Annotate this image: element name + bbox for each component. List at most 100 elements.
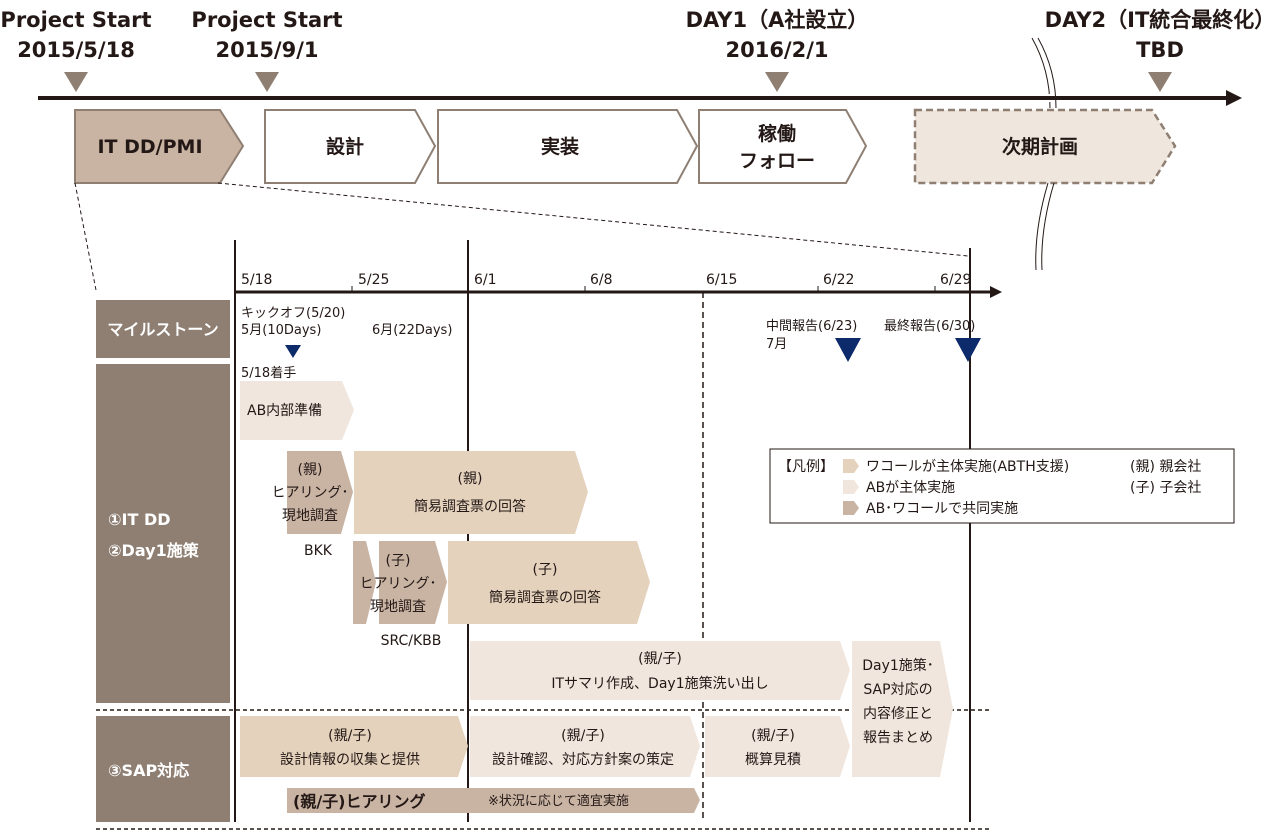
phase-label: 設計 (326, 135, 364, 158)
zoom-guide-line (217, 182, 969, 257)
task-label: ヒアリング･ (360, 576, 437, 592)
milestone-marker-icon (255, 72, 279, 92)
phase-next-plan: 次期計画 (913, 108, 1177, 185)
milestone-marker-icon (765, 72, 789, 92)
final-report-marker-icon (955, 338, 981, 362)
milestone-kickoff-label: キックオフ(5/20) (241, 306, 345, 321)
task-label: 現地調査 (282, 508, 338, 524)
date-tick-label: 6/22 (823, 272, 854, 288)
row-header-itdd (96, 364, 230, 703)
date-tick-label: 6/29 (940, 272, 971, 288)
task-label: SAP対応の (863, 682, 932, 698)
date-tick-label: 6/1 (474, 272, 497, 288)
phase-label: 次期計画 (1002, 135, 1078, 158)
top-milestone-day1: DAY1（A社設立） 2016/2/1 (686, 8, 869, 92)
milestone-start-label: 5/18着手 (241, 365, 296, 381)
milestone-final-label: 最終報告(6/30) (884, 318, 975, 334)
phase-label: IT DD/PMI (97, 136, 202, 158)
task-child-survey: (子) 簡易調査票の回答 (448, 541, 650, 624)
milestone-marker-icon (64, 72, 88, 92)
task-sap-design: (親/子) 設計確認、対応方針案の策定 (470, 716, 700, 777)
top-milestone-project-start-1: Project Start 2015/5/18 (0, 8, 152, 92)
milestone-date: 2015/9/1 (215, 38, 318, 62)
phase-implementation: 実装 (437, 109, 699, 184)
milestone-may-label: 5月(10Days) (241, 323, 321, 338)
task-label: (親/子)ヒアリング (293, 792, 425, 811)
location-label: BKK (304, 543, 333, 559)
milestone-title: DAY1（A社設立） (686, 8, 869, 32)
top-milestone-project-start-2: Project Start 2015/9/1 (191, 8, 343, 92)
task-label: (親) (298, 462, 323, 478)
kickoff-marker-icon (285, 345, 301, 358)
phase-label: フォロー (739, 150, 815, 172)
legend-item: ワコールが主体実施(ABTH支援) (866, 459, 1069, 475)
axis-arrow-icon (990, 286, 1002, 298)
task-sap-collect: (親/子) 設計情報の収集と提供 (240, 716, 468, 777)
detail-timeline-ticks (351, 286, 936, 292)
phase-itdd-pmi: IT DD/PMI (74, 109, 245, 184)
legend-item: ABが主体実施 (866, 480, 955, 496)
task-child-hearing: (子) ヒアリング･ 現地調査 (353, 541, 447, 624)
legend: 【凡例】 ワコールが主体実施(ABTH支援) ABが主体実施 AB･ワコールで共… (769, 448, 1235, 524)
task-label: (親/子) (638, 651, 682, 667)
milestone-date: 2016/2/1 (725, 38, 828, 62)
task-label: 現地調査 (370, 599, 426, 615)
interim-report-marker-icon (835, 338, 861, 362)
phase-label: 実装 (541, 135, 579, 158)
task-label: ITサマリ作成、Day1施策洗い出し (551, 675, 768, 692)
task-label: (子) (533, 562, 558, 578)
date-tick-label: 6/8 (590, 272, 613, 288)
task-label: 簡易調査票の回答 (489, 589, 601, 606)
top-milestone-day2: DAY2（IT統合最終化） TBD (1045, 8, 1276, 92)
task-label: (親/子) (751, 728, 795, 744)
task-sap-estimate: (親/子) 概算見積 (705, 716, 850, 777)
task-label: 内容修正と (863, 705, 933, 722)
task-label: (親/子) (328, 728, 372, 744)
task-note: ※状況に応じて適宜実施 (488, 793, 629, 809)
phase-design: 設計 (264, 109, 437, 184)
task-label: 設計確認、対応方針案の策定 (492, 751, 674, 768)
legend-title: 【凡例】 (778, 459, 834, 475)
task-label: 簡易調査票の回答 (414, 498, 526, 515)
task-label: (親/子) (561, 728, 605, 744)
milestone-marker-icon (1148, 72, 1172, 92)
task-sap-hearing: (親/子)ヒアリング ※状況に応じて適宜実施 (287, 788, 700, 813)
task-label: ヒアリング･ (272, 485, 349, 501)
task-it-summary: (親/子) ITサマリ作成、Day1施策洗い出し (470, 641, 850, 700)
milestone-june-label: 6月(22Days) (372, 323, 452, 338)
task-label: 概算見積 (745, 752, 801, 768)
legend-swatch-ab (843, 480, 859, 494)
task-label: 報告まとめ (863, 730, 933, 746)
date-tick-label: 5/25 (358, 272, 389, 288)
row-header-sap (96, 716, 230, 822)
task-day1-fix: Day1施策･ SAP対応の 内容修正と 報告まとめ (852, 641, 953, 777)
milestone-interim-label: 中間報告(6/23) (766, 319, 857, 334)
task-label: Day1施策･ (862, 657, 934, 674)
phase-label: 稼働 (758, 122, 796, 145)
task-label: (親) (458, 471, 483, 487)
task-label: AB内部準備 (247, 403, 322, 419)
legend-abbrev: (子) 子会社 (1130, 480, 1201, 496)
task-parent-survey: (親) 簡易調査票の回答 (354, 451, 588, 534)
milestone-july-label: 7月 (766, 337, 787, 352)
task-ab-prep: AB内部準備 (240, 381, 354, 440)
task-label: (子) (386, 553, 411, 569)
legend-swatch-wacoal (843, 459, 859, 473)
legend-abbrev: (親) 親会社 (1130, 459, 1201, 475)
date-tick-label: 6/15 (706, 272, 737, 288)
row-header-label: ①IT DD (108, 510, 171, 529)
legend-item: AB･ワコールで共同実施 (866, 501, 1018, 517)
location-label: SRC/KBB (381, 633, 442, 649)
task-label: 設計情報の収集と提供 (280, 751, 420, 768)
legend-swatch-joint (843, 501, 859, 515)
milestone-title: Project Start (191, 8, 342, 32)
milestone-title: DAY2（IT統合最終化） (1045, 8, 1276, 32)
phase-operation-follow: 稼働 フォロー (698, 109, 868, 184)
milestone-date: 2015/5/18 (17, 38, 135, 62)
row-header-label: ③SAP対応 (108, 761, 189, 780)
axis-arrow-icon (1226, 90, 1242, 106)
row-header-label: マイルストーン (107, 320, 218, 339)
task-parent-hearing: (親) ヒアリング･ 現地調査 (272, 451, 353, 534)
row-header-milestone (96, 300, 230, 358)
